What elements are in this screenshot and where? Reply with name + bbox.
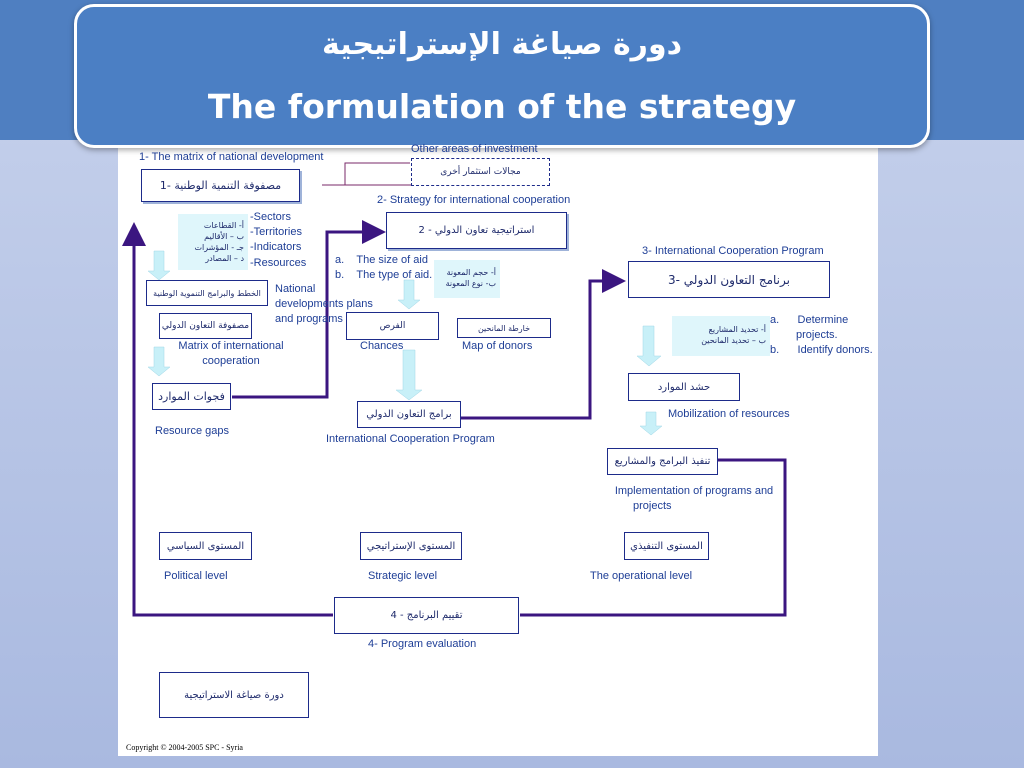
note-line: أ- تحديد المشاريع [708,325,766,334]
box-other-areas: مجالات استثمار أخرى [411,158,550,186]
box-mobilization: حشد الموارد [628,373,740,401]
box-chances: الفرص [346,312,439,340]
label-matrix-development: 1- The matrix of national development [139,151,324,163]
box-operational-level: المستوى التنفيذي [624,532,709,560]
label-implementation-1: Implementation of programs and [614,485,774,497]
arrow-implementation-to-evaluation [520,458,787,617]
label-resource-gaps: Resource gaps [155,425,229,437]
box-icp-program: 3- برنامج التعاون الدولي [628,261,830,298]
label-other-areas: Other areas of investment [411,143,538,155]
label-mobilization: Mobilization of resources [668,408,790,420]
label-strategy-cooperation: 2- Strategy for international cooperatio… [377,194,571,206]
label-indicators: -Indicators [250,241,302,253]
label-sectors: -Sectors [250,211,291,223]
label-national-plans-2: developments plans [275,298,373,310]
label-icp-program: 3- International Cooperation Program [642,245,824,257]
label-icp-center: International Cooperation Program [326,433,495,445]
label-identify: b. Identify donors. [770,344,873,356]
note-aid-arabic: أ- حجم المعونة ب- نوع المعونة [434,260,500,298]
label-national-plans-3: and programs [275,313,343,325]
label-size-aid: a. The size of aid [335,254,428,266]
arrow-gaps-to-strategy [232,220,386,399]
label-national-plans-1: National [275,283,316,295]
down-arrow-2 [147,346,171,377]
label-territories: -Territories [250,226,302,238]
down-arrow-5 [636,325,662,367]
label-map-donors: Map of donors [462,340,533,352]
label-operational: The operational level [590,570,693,582]
box-icp-center: برامج التعاون الدولي [357,401,461,428]
down-arrow-6 [639,411,663,436]
label-type-aid: b. The type of aid. [335,269,433,281]
box-political-level: المستوى السياسي [159,532,252,560]
box-matrix-national-development: 1- مصفوفة التنمية الوطنية [141,169,300,202]
copyright-notice: Copyright © 2004-2005 SPC - Syria [126,743,243,752]
title-arabic: دورة صياغة الإستراتيجية [322,27,682,62]
arrow-icp-to-program [461,269,626,420]
label-political: Political level [164,570,228,582]
down-arrow-4 [395,349,423,401]
box-strategic-level: المستوى الإستراتيجي [360,532,462,560]
label-implementation-2: projects [633,500,672,512]
note-line: ب – الأقاليم [204,232,244,241]
label-matrix-intl-2: cooperation [202,355,260,367]
label-strategic: Strategic level [368,570,438,582]
note-line: ب – تحديد المانحين [701,336,766,345]
box-national-plans: الخطط والبرامج التنموية الوطنية [146,280,268,306]
note-line: ب- نوع المعونة [445,279,496,288]
title-banner: دورة صياغة الإستراتيجية The formulation … [74,4,930,148]
box-strategy-cycle: دورة صياغة الاستراتيجية [159,672,309,718]
connector-other-areas [344,162,410,185]
title-english: The formulation of the strategy [207,87,797,126]
note-line: د – المصادر [205,254,244,263]
note-projects-arabic: أ- تحديد المشاريع ب – تحديد المانحين [672,316,770,356]
label-determine-1: a. Determine [770,314,849,326]
label-resources: -Resources [250,257,307,269]
label-chances: Chances [360,340,404,352]
box-program-evaluation: 4 - تقييم البرنامج [334,597,519,634]
label-determine-2: projects. [796,329,838,341]
box-map-donors: خارطة المانحين [457,318,551,338]
note-line: أ- حجم المعونة [446,268,496,277]
label-evaluation: 4- Program evaluation [368,638,477,650]
down-arrow-1 [147,250,171,281]
arrow-evaluation-to-matrix [122,222,333,617]
note-line: جـ - المؤشرات [194,243,244,252]
box-implementation: تنفيذ البرامج والمشاريع [607,448,718,475]
box-resource-gaps: فجوات الموارد [152,383,231,410]
down-arrow-3 [397,279,421,310]
note-line: أ- القطاعات [203,221,244,230]
note-sectors-arabic: أ- القطاعات ب – الأقاليم جـ - المؤشرات د… [178,214,248,270]
box-strategy-cooperation: 2 - استراتيجية تعاون الدولي [386,212,567,249]
label-matrix-intl-1: Matrix of international [178,340,284,352]
box-matrix-intl-cooperation: مصفوفة التعاون الدولي [159,313,252,339]
